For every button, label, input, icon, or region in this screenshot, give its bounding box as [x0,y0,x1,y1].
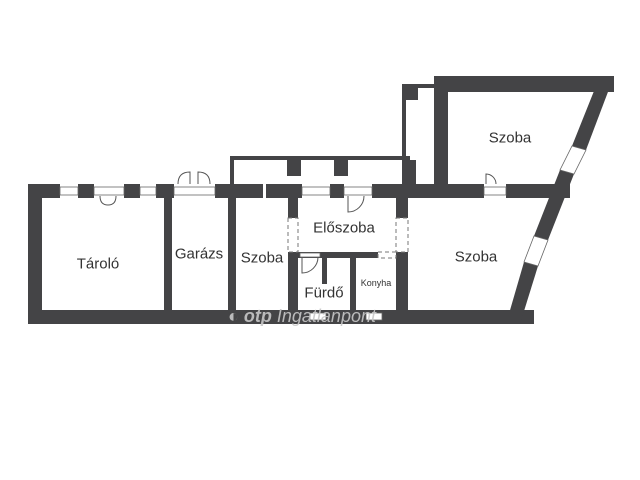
watermark-text: Ingatlanpont [276,306,376,326]
room-label-garazs: Garázs [174,245,224,263]
room-label-taroló: Tároló [76,255,120,273]
room-label-eloszoba: Előszoba [313,219,375,237]
room-label-szoba-top-right: Szoba [488,129,532,147]
otp-logo-icon: ◐ [228,306,239,326]
room-label-szoba-right: Szoba [454,248,498,266]
room-label-konyha: Konyha [360,278,392,288]
room-label-furdo: Fürdő [304,284,344,302]
watermark: ◐ otp Ingatlanpont [228,306,376,327]
watermark-brand: otp [243,306,272,326]
room-label-szoba-left: Szoba [240,249,284,267]
